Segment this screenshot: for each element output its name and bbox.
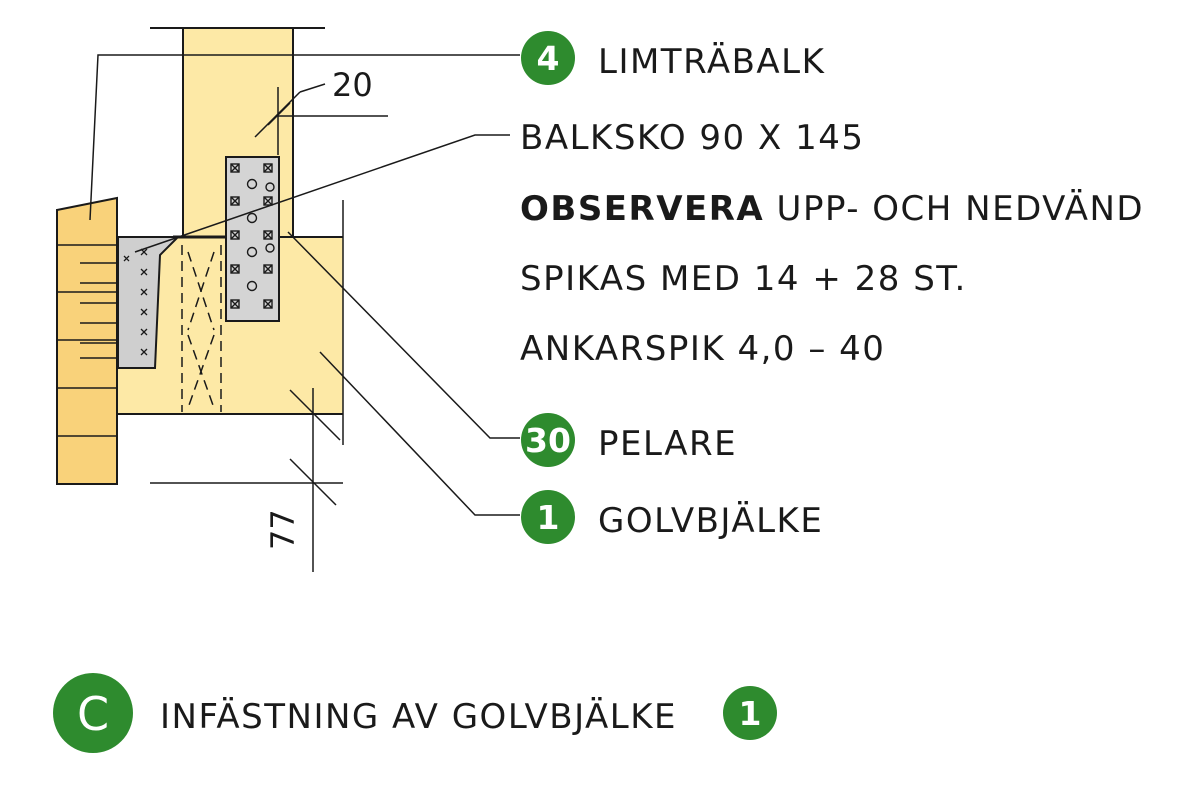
- label-limtrabalk: LIMTRÄBALK: [598, 42, 826, 82]
- dimension-77: [150, 388, 343, 572]
- dimension-20-label: 20: [332, 66, 373, 104]
- label-observera: OBSERVERA UPP- OCH NEDVÄND: [520, 189, 1144, 229]
- caption-ref-badge-label: 1: [739, 694, 762, 733]
- label-ankarspik: ANKARSPIK 4,0 – 40: [520, 329, 885, 369]
- badge-4-label: 4: [537, 39, 560, 78]
- badge-30: [521, 413, 575, 467]
- badge-1: [521, 490, 575, 544]
- plate-holes: [230, 163, 275, 309]
- hanger-nails: [123, 248, 148, 356]
- joist-hanger: [117, 236, 181, 369]
- leader-lines: [89, 54, 520, 516]
- glulam-beam: [56, 196, 118, 485]
- label-pelare: PELARE: [598, 424, 737, 464]
- caption-ref-badge: [723, 686, 777, 740]
- observera-bold: OBSERVERA: [520, 189, 764, 229]
- label-spikas: SPIKAS MED 14 + 28 ST.: [520, 259, 967, 299]
- caption-badge-c-label: C: [77, 687, 109, 741]
- badge-1-label: 1: [537, 498, 560, 537]
- label-balksko: BALKSKO 90 X 145: [520, 118, 864, 158]
- badge-4: [521, 31, 575, 85]
- caption-badge-c: [53, 673, 133, 753]
- hidden-lines: [181, 245, 222, 412]
- caption-text: INFÄSTNING AV GOLVBJÄLKE: [160, 697, 677, 737]
- observera-rest: UPP- OCH NEDVÄND: [764, 189, 1144, 229]
- dimension-77-label: 77: [264, 509, 302, 550]
- badge-30-label: 30: [525, 421, 571, 460]
- label-golvbjalke: GOLVBJÄLKE: [598, 501, 823, 541]
- dimension-20: [254, 83, 388, 155]
